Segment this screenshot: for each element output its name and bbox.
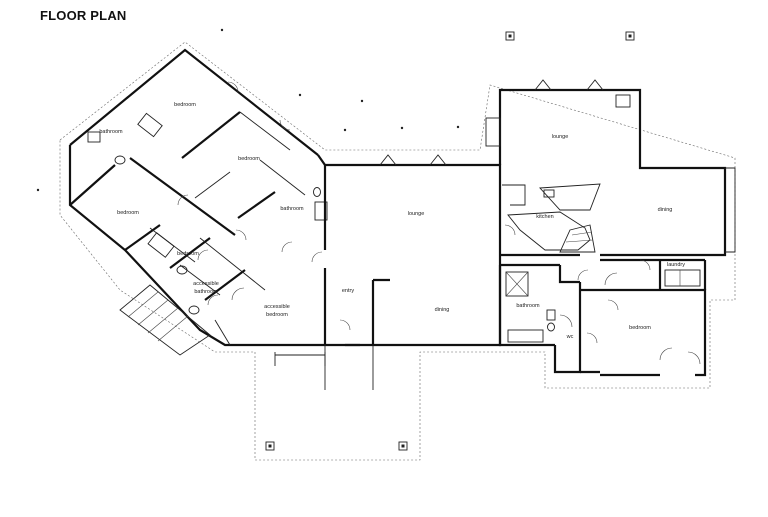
- south-east-walls: [498, 258, 707, 377]
- room-label-bathroom: bathroom: [99, 129, 123, 135]
- room-label-bedroom: bedroom: [174, 102, 196, 108]
- south-west-deck: [119, 284, 211, 356]
- room-label-lounge: lounge: [408, 211, 425, 217]
- room-labels: bedroom bathroom bedroom bedroom bathroo…: [99, 102, 685, 340]
- room-label-bedroom: bedroom: [629, 325, 651, 331]
- room-label-bedroom: bedroom: [177, 251, 199, 257]
- room-label-laundry: laundry: [667, 262, 685, 268]
- room-label-dining: dining: [435, 307, 450, 313]
- eaves-outline: [59, 41, 736, 461]
- room-label-accessible-bedroom-line2: bedroom: [266, 312, 288, 318]
- site-dots: [36, 28, 460, 192]
- room-label-kitchen: kitchen: [536, 214, 553, 220]
- room-label-bathroom: bathroom: [516, 303, 540, 309]
- plan-title: FLOOR PLAN: [40, 8, 127, 23]
- room-label-bathroom: bathroom: [280, 206, 304, 212]
- east-wing-walls: [485, 79, 736, 257]
- room-label-dining: dining: [658, 207, 673, 213]
- room-label-entry: entry: [342, 288, 354, 294]
- west-wing-walls: [68, 48, 328, 347]
- room-label-accessible-bedroom-line1: accessible: [264, 304, 290, 310]
- room-label-accessible-bathroom-line1: accessible: [193, 281, 219, 287]
- room-label-accessible-bathroom-line2: bathroom: [194, 289, 218, 295]
- room-label-bedroom: bedroom: [238, 156, 260, 162]
- central-block-walls: [274, 154, 502, 390]
- room-label-lounge: lounge: [552, 134, 569, 140]
- column-posts: [265, 31, 635, 451]
- room-label-bedroom: bedroom: [117, 210, 139, 216]
- room-label-wc: wc: [566, 334, 574, 340]
